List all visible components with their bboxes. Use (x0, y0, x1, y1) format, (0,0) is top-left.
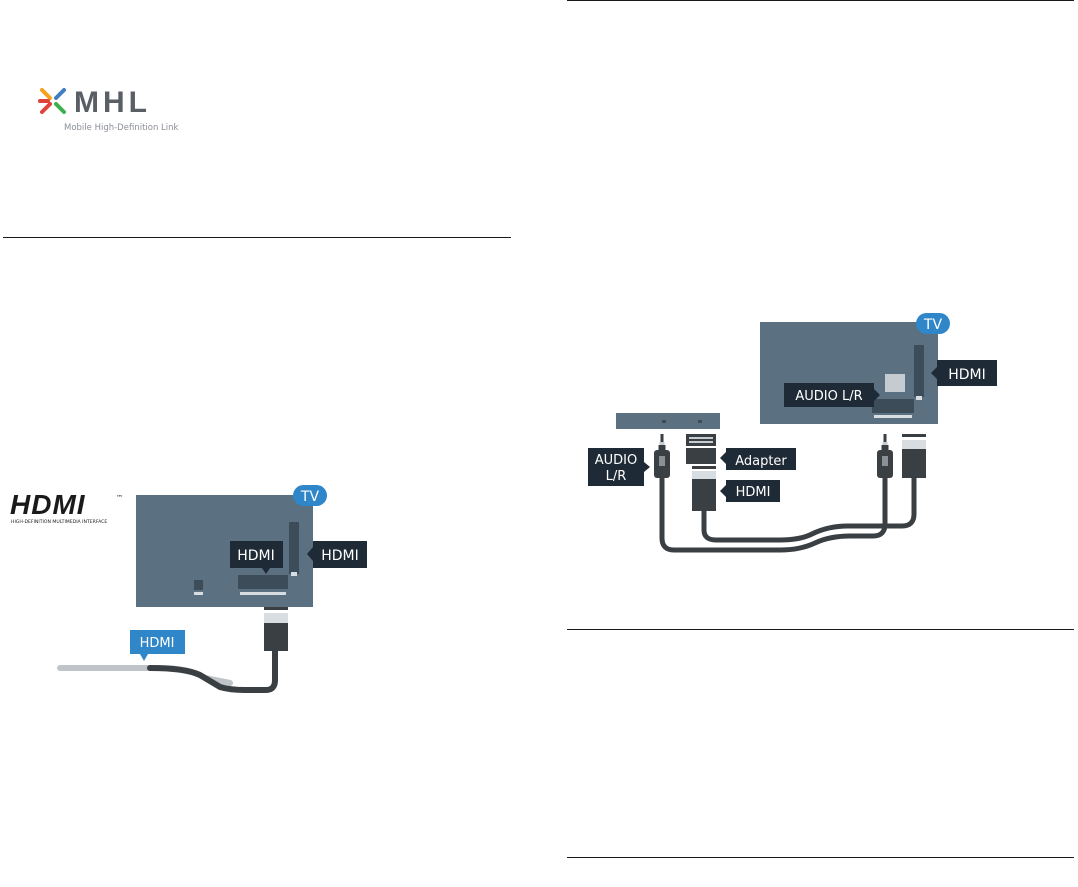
hdmi-cable-label: HDMI (130, 630, 185, 661)
tv-side-port (289, 522, 299, 574)
hdmi-wordmark: HDMI (10, 489, 86, 520)
mhl-logo: MHL Mobile High-Definition Link (38, 86, 179, 133)
tv-vertical-port (914, 345, 924, 397)
divider-top-right (567, 0, 1074, 1)
svg-text:AUDIO L/R: AUDIO L/R (795, 389, 862, 404)
hdmi-trademark: ™ (116, 494, 123, 502)
svg-text:L/R: L/R (606, 469, 627, 484)
tv-badge-text: TV (300, 489, 320, 505)
tv-vertical-port-pin (916, 396, 922, 400)
svg-text:HDMI: HDMI (736, 485, 771, 500)
tv-hdmi-port (238, 575, 288, 589)
svg-text:HDMI: HDMI (948, 367, 986, 383)
tv-hdmi-port-slot (874, 415, 912, 418)
tv-hdmi-port-slot (240, 592, 286, 595)
mhl-star-icon (38, 88, 66, 114)
audio-adapter-diagram: TV AUDIO L/R HDMI Adapter (588, 313, 997, 553)
svg-text:HDMI: HDMI (321, 548, 359, 564)
source-device-port-b (698, 420, 702, 423)
tv-hdmi-port (872, 399, 914, 413)
audio-cable (659, 478, 888, 553)
source-device (616, 413, 720, 429)
tv-audio-jack-icon (877, 434, 893, 478)
mhl-wordmark: MHL (74, 86, 151, 119)
svg-text:TV: TV (923, 317, 943, 333)
tv-badge: TV (293, 485, 327, 506)
hdmi-plug-icon (264, 607, 288, 651)
tv-body (136, 495, 313, 607)
mhl-tagline: Mobile High-Definition Link (64, 123, 179, 133)
tv-side-port-pin (291, 572, 297, 576)
device-audio-lr-label: AUDIO L/R (588, 448, 650, 486)
hdmi-connection-diagram: TV HDMI HDMI HDMI (57, 485, 367, 693)
divider-left-middle (3, 237, 511, 238)
device-hdmi-plug-icon (692, 466, 716, 511)
tv-hdmi-port-label: HDMI (230, 541, 283, 574)
device-audio-jack-icon (654, 434, 670, 478)
tv-audio-lr-label: AUDIO L/R (784, 383, 880, 407)
source-device-port-a (662, 420, 666, 423)
hdmi-cable (147, 647, 278, 693)
tv-small-port-pin (194, 592, 203, 595)
tv-small-port (194, 580, 203, 590)
hdmi-adapter-cable (701, 478, 917, 543)
divider-right-bottom (567, 857, 1074, 858)
tv-audio-port (885, 374, 905, 392)
tv-hdmi-plug-icon (902, 434, 926, 478)
adapter-icon (686, 434, 716, 464)
hdmi-logo: HDMI ™ HIGH-DEFINITION MULTIMEDIA INTERF… (10, 489, 123, 525)
tv-hdmi-side-label: HDMI (307, 541, 367, 568)
adapter-label: Adapter (720, 448, 796, 470)
divider-right-middle (567, 629, 1074, 630)
svg-text:HDMI: HDMI (237, 548, 275, 564)
hdmi-tagline: HIGH-DEFINITION MULTIMEDIA INTERFACE (11, 519, 107, 525)
tv-badge: TV (916, 313, 950, 334)
svg-text:HDMI: HDMI (140, 636, 175, 651)
device-hdmi-label: HDMI (720, 480, 780, 502)
tv-hdmi-label: HDMI (931, 360, 997, 386)
svg-text:AUDIO: AUDIO (595, 453, 638, 468)
svg-text:Adapter: Adapter (735, 454, 787, 469)
